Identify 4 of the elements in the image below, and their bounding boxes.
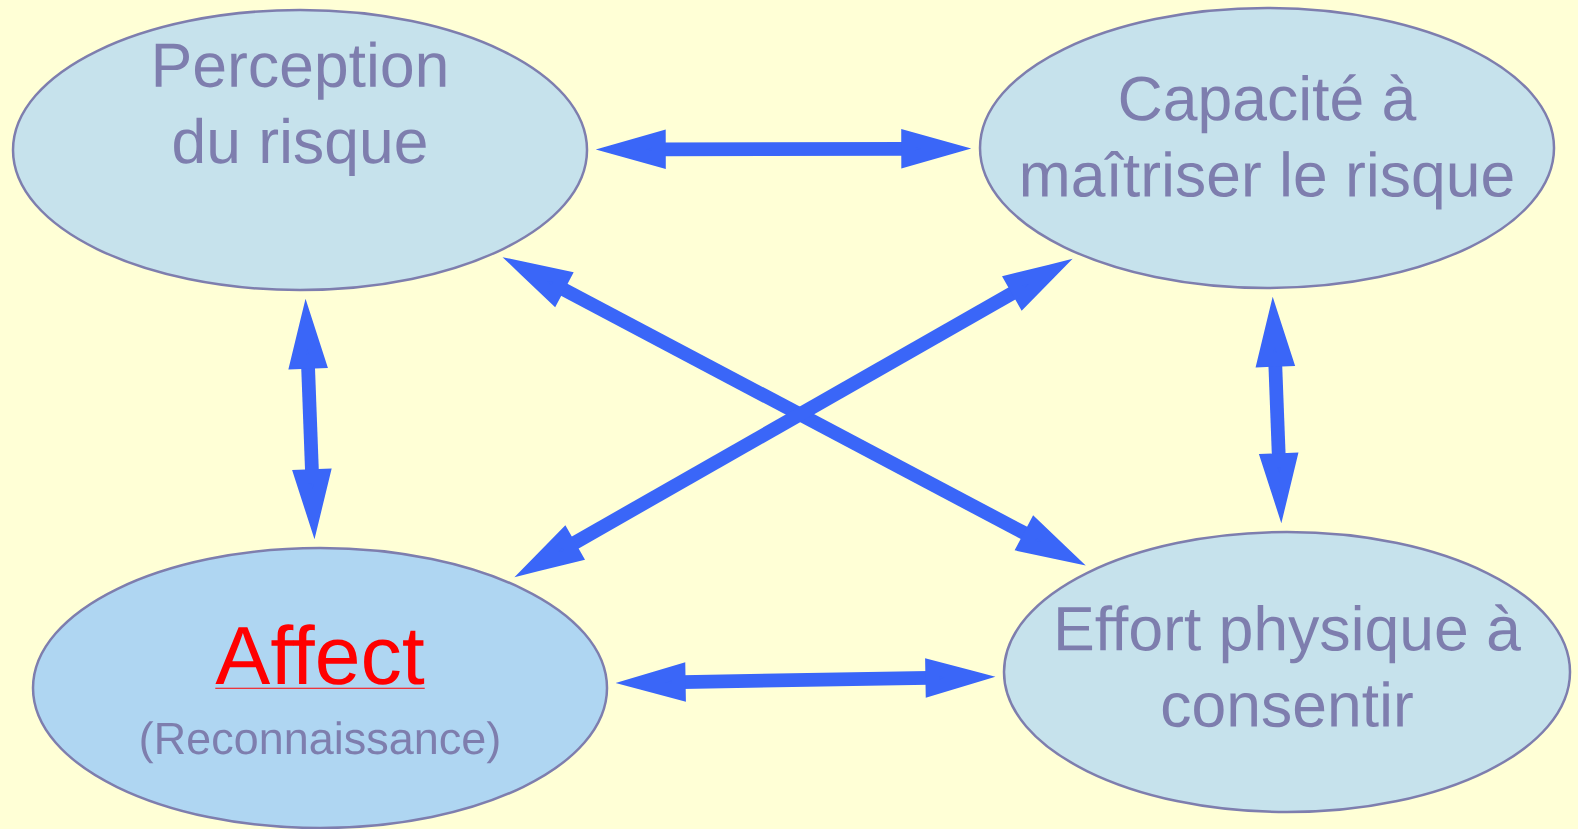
ellipse-node: Capacité à maîtriser le risque — [978, 6, 1556, 290]
ellipse-node: Perception du risque — [11, 8, 589, 292]
ellipse-node: Affect (Reconnaissance) — [31, 546, 609, 829]
ellipse-node: Effort physique à consentir — [1002, 530, 1572, 814]
